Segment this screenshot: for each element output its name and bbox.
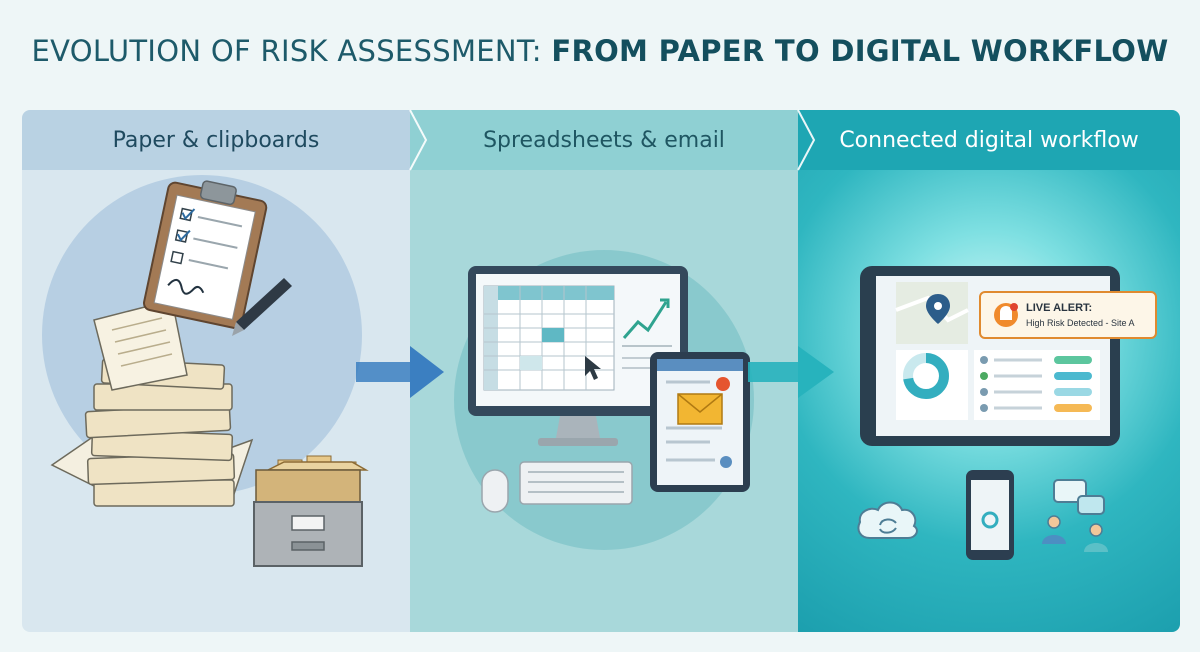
stage-header-spreadsheets: Spreadsheets & email [410, 110, 798, 170]
paper-stack-icon [50, 299, 254, 507]
donut-chart-icon [903, 353, 949, 399]
stage-spreadsheets: Spreadsheets & email [410, 110, 798, 632]
alert-title: LIVE ALERT: [1026, 302, 1092, 314]
clipboard-icon [142, 180, 268, 330]
keyboard-icon [519, 461, 633, 505]
cloud-sync-icon [857, 501, 918, 539]
stage-body-digital: LIVE ALERT: High Risk Detected - Site A [798, 170, 1180, 632]
file-cabinet-icon [253, 455, 369, 567]
live-alert-card: LIVE ALERT: High Risk Detected - Site A [979, 291, 1157, 339]
stage-digital-workflow: Connected digital workflow [798, 110, 1180, 632]
stage-label-paper: Paper & clipboards [112, 127, 320, 153]
mouse-icon [481, 469, 509, 513]
email-icon [677, 377, 730, 425]
map-pin-icon [926, 294, 950, 324]
smartphone-icon [966, 470, 1014, 560]
stage-paper: Paper & clipboards [22, 110, 410, 632]
digital-illustration: LIVE ALERT: High Risk Detected - Site A [857, 266, 1157, 560]
title-bold: FROM PAPER TO DIGITAL WORKFLOW [551, 34, 1169, 68]
pen-icon [232, 278, 292, 336]
stage-label-spreadsheets: Spreadsheets & email [483, 127, 725, 153]
stage-header-paper: Paper & clipboards [22, 110, 410, 170]
paper-illustration [42, 175, 369, 567]
stage-body-spreadsheets [410, 170, 798, 632]
spreadsheet-illustration [454, 250, 754, 550]
alert-message: High Risk Detected - Site A [1026, 318, 1135, 328]
cursor-icon [585, 356, 601, 380]
page-title: EVOLUTION OF RISK ASSESSMENT: FROM PAPER… [0, 34, 1200, 68]
stage-body-paper [22, 170, 410, 632]
bell-icon [994, 303, 1018, 327]
title-light: EVOLUTION OF RISK ASSESSMENT: [31, 34, 542, 68]
stage-label-digital: Connected digital workflow [839, 127, 1139, 153]
stage-header-digital: Connected digital workflow [798, 110, 1180, 170]
chat-users-icon [1042, 479, 1108, 552]
